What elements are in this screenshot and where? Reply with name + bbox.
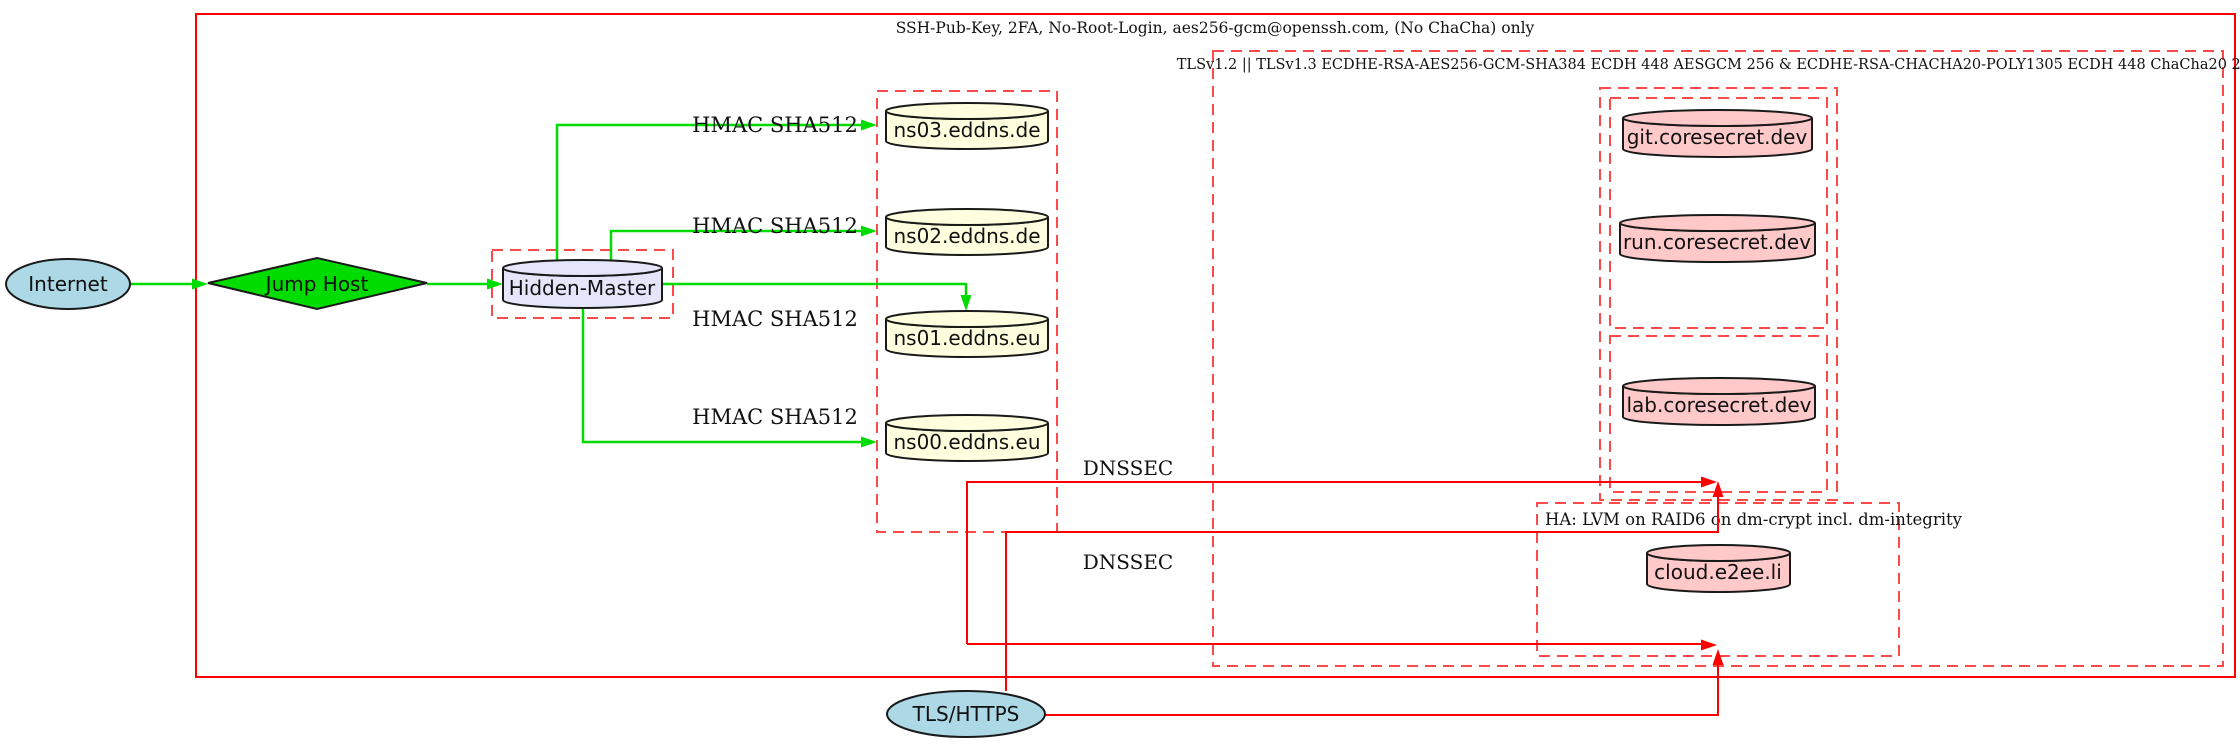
git-label: git.coresecret.dev (1627, 125, 1808, 149)
ssh-cluster-box (195, 13, 2236, 678)
ns00-label: ns00.eddns.eu (893, 430, 1040, 454)
arrowhead-dnssec-upper (1701, 476, 1717, 488)
edge-tlshttps-to-ha (1045, 665, 1719, 716)
node-cloud: cloud.e2ee.li (1646, 544, 1791, 593)
edge-hiddenmaster-to-ns02 (609, 229, 861, 261)
node-ns01: ns01.eddns.eu (885, 310, 1049, 358)
edge-tlshttps-to-coresecret (1005, 497, 1719, 691)
tls-https-ellipse (886, 690, 1046, 738)
lab-cylinder-cap (1622, 377, 1816, 395)
hidden-master-cluster-box (491, 249, 674, 319)
ssh-cluster-label: SSH-Pub-Key, 2FA, No-Root-Login, aes256-… (896, 19, 1535, 37)
node-jump-host: Jump Host (207, 256, 428, 311)
jump-host-label: Jump Host (264, 272, 369, 296)
arrowhead-dnssec-lower (1701, 639, 1717, 651)
hidden-master-label: Hidden-Master (509, 276, 656, 300)
node-ns03: ns03.eddns.de (885, 102, 1049, 150)
ns01-label: ns01.eddns.eu (893, 326, 1040, 350)
node-run: run.coresecret.dev (1619, 214, 1816, 263)
hidden-master-cylinder-cap (502, 259, 663, 277)
arrowhead-into-ha-bottom (1712, 649, 1724, 665)
ns03-cylinder-cap (885, 102, 1049, 120)
edge-ns-to-coresecret-dnssec (966, 481, 1701, 644)
internet-ellipse (5, 258, 131, 310)
tls-https-label: TLS/HTTPS (912, 702, 1020, 726)
ha-cluster-label: HA: LVM on RAID6 on dm-crypt incl. dm-in… (1545, 510, 1963, 529)
arrowhead-into-coresecret-bottom (1712, 481, 1724, 497)
git-run-cluster-box (1609, 97, 1828, 329)
edge-label-hmac-ns02: HMAC SHA512 (692, 214, 858, 238)
node-ns02: ns02.eddns.de (885, 208, 1049, 256)
edge-label-dnssec-lower: DNSSEC (1083, 550, 1174, 574)
arrowhead-into-ns01 (960, 295, 972, 311)
cloud-label: cloud.e2ee.li (1654, 560, 1782, 584)
coresecret-cluster-box (1599, 87, 1838, 501)
lab-label: lab.coresecret.dev (1626, 393, 1811, 417)
ns01-cylinder-cap (885, 310, 1049, 328)
edge-hiddenmaster-to-ns00 (581, 308, 861, 444)
ns00-cylinder-cap (885, 414, 1049, 432)
ns02-cylinder-cap (885, 208, 1049, 226)
tls-cluster-label: TLSv1.2 || TLSv1.3 ECDHE-RSA-AES256-GCM-… (1177, 57, 2240, 73)
cloud-cylinder-cap (1646, 544, 1791, 562)
run-cylinder-cap (1619, 214, 1816, 232)
git-cylinder-cap (1622, 109, 1813, 127)
edge-label-hmac-ns03: HMAC SHA512 (692, 113, 858, 137)
node-internet: Internet (5, 258, 131, 310)
node-git: git.coresecret.dev (1622, 109, 1813, 158)
node-tls-https: TLS/HTTPS (886, 690, 1046, 738)
ns03-label: ns03.eddns.de (893, 118, 1040, 142)
node-ns00: ns00.eddns.eu (885, 414, 1049, 462)
arrowhead-into-hiddenmaster (487, 278, 503, 290)
run-label: run.coresecret.dev (1623, 230, 1811, 254)
node-lab: lab.coresecret.dev (1622, 377, 1816, 426)
arrowhead-into-ns02 (861, 225, 877, 237)
edge-label-dnssec-upper: DNSSEC (1083, 456, 1174, 480)
arrowhead-into-jumphost (192, 278, 208, 290)
edge-hiddenmaster-to-ns03 (555, 123, 861, 261)
ns02-label: ns02.eddns.de (893, 224, 1040, 248)
jump-host-diamond (207, 256, 428, 311)
arrowhead-into-ns03 (861, 119, 877, 131)
internet-label: Internet (28, 272, 108, 296)
edge-label-hmac-ns00: HMAC SHA512 (692, 405, 858, 429)
arrowhead-into-ns00 (861, 436, 877, 448)
edge-hiddenmaster-to-ns01 (662, 282, 968, 295)
node-hidden-master: Hidden-Master (502, 259, 663, 309)
edge-label-hmac-ns01: HMAC SHA512 (692, 307, 858, 331)
lab-cluster-box (1609, 335, 1828, 493)
